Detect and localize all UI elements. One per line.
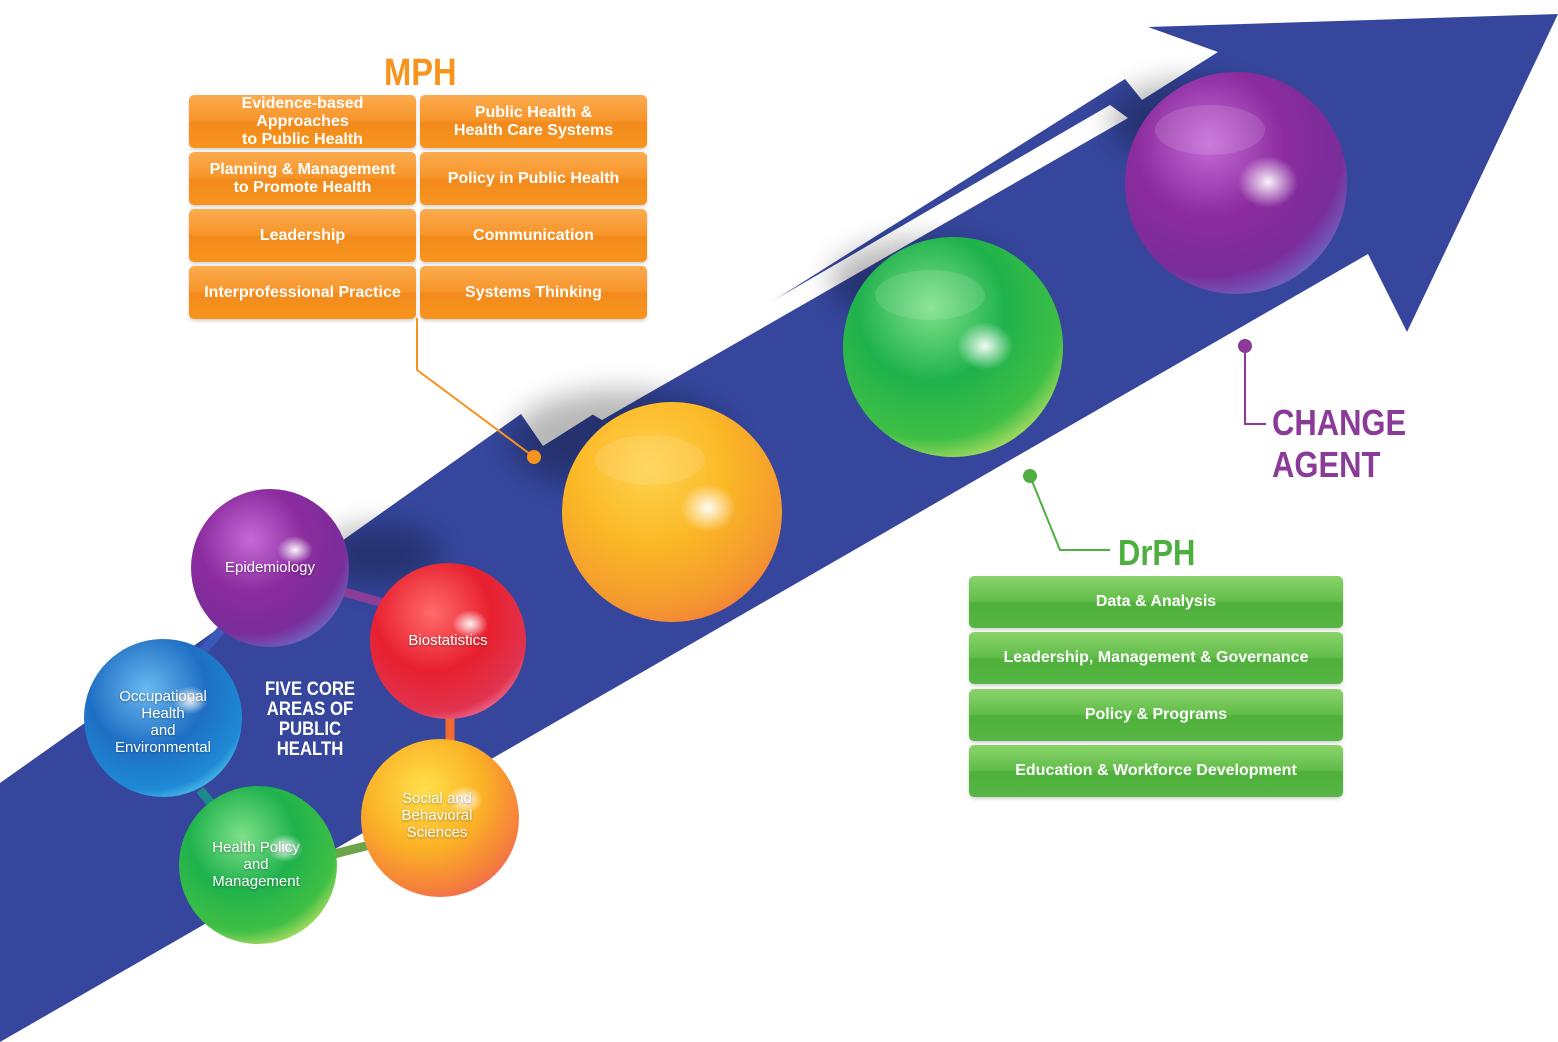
- drph-item-data: Data & Analysis: [969, 576, 1343, 628]
- drph-connector-dot: [1023, 469, 1037, 483]
- social-label: Social and Behavioral Sciences: [401, 790, 473, 841]
- mph-sphere: [562, 402, 782, 622]
- change-agent-connector-dot: [1238, 339, 1252, 353]
- five-core-areas-label: FIVE CORE AREAS OF PUBLIC HEALTH: [264, 679, 356, 760]
- mph-item-planning: Planning & Management to Promote Health: [189, 152, 416, 205]
- drph-item-leadership: Leadership, Management & Governance: [969, 632, 1343, 684]
- change-agent-connector: [1244, 346, 1266, 425]
- mph-title: MPH: [384, 52, 457, 94]
- mph-item-evidence: Evidence-based Approaches to Public Heal…: [189, 95, 416, 148]
- drph-sphere: [843, 237, 1063, 457]
- drph-title: DrPH: [1118, 532, 1196, 573]
- mph-connector: [416, 318, 535, 458]
- social-sphere: [361, 739, 519, 897]
- biostatistics-label: Biostatistics: [408, 632, 488, 649]
- health-policy-sphere: [179, 786, 337, 944]
- mph-item-systems-thinking: Systems Thinking: [420, 266, 647, 319]
- change-agent-sphere: [1125, 72, 1347, 294]
- drph-item-policy: Policy & Programs: [969, 689, 1343, 741]
- mph-item-interprofessional: Interprofessional Practice: [189, 266, 416, 319]
- occupational-label: Occupational Health and Environmental: [115, 688, 211, 756]
- mph-item-communication: Communication: [420, 209, 647, 262]
- epidemiology-label: Epidemiology: [224, 559, 316, 576]
- biostatistics-sphere: [370, 563, 526, 719]
- mph-item-systems: Public Health & Health Care Systems: [420, 95, 647, 148]
- mph-item-leadership: Leadership: [189, 209, 416, 262]
- drph-connector: [1029, 475, 1110, 551]
- epidemiology-sphere: [191, 489, 349, 647]
- mph-item-policy: Policy in Public Health: [420, 152, 647, 205]
- mph-connector-dot: [527, 450, 541, 464]
- occupational-sphere: [84, 639, 242, 797]
- drph-item-education: Education & Workforce Development: [969, 745, 1343, 797]
- health-policy-label: Health Policy and Management: [212, 839, 300, 890]
- change-agent-title: CHANGE AGENT: [1272, 402, 1407, 485]
